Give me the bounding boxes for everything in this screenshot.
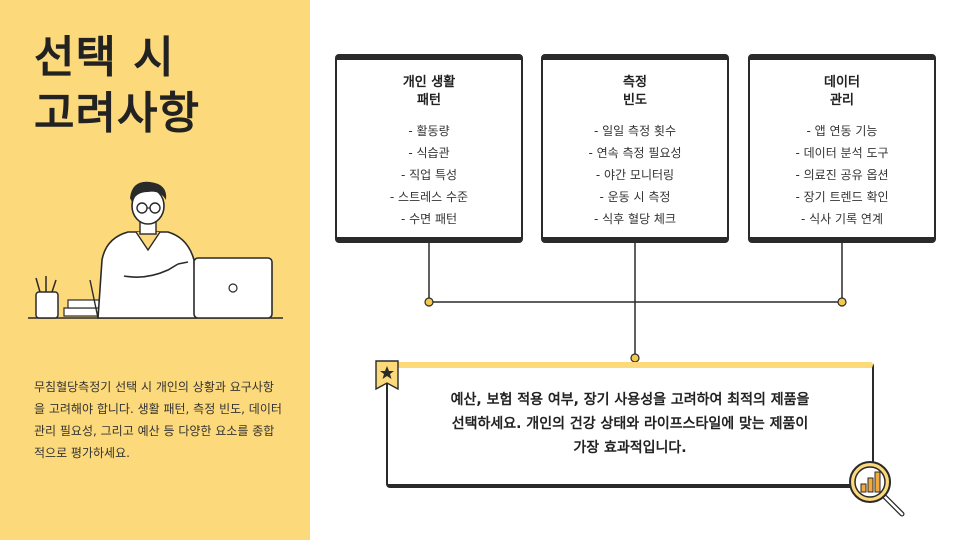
connector-dot — [837, 297, 847, 307]
list-item: - 앱 연동 기능 — [806, 124, 878, 138]
card-title: 개인 생활 패턴 — [337, 74, 521, 110]
card-title-line: 패턴 — [417, 93, 441, 108]
slide-description: 무침혈당측정기 선택 시 개인의 상황과 요구사항을 고려해야 합니다. 생활 … — [34, 380, 282, 460]
slide-title-line-1: 선택 시 — [34, 32, 175, 83]
card-title: 데이터 관리 — [750, 74, 934, 110]
list-item: - 수면 패턴 — [400, 212, 458, 226]
slide-title-line-2: 고려사항 — [34, 88, 200, 139]
card-data-management: 데이터 관리 - 앱 연동 기능 - 데이터 분석 도구 - 의료진 공유 옵션… — [748, 54, 936, 243]
list-item: - 운동 시 측정 — [599, 190, 671, 204]
card-title-line: 빈도 — [623, 93, 647, 108]
list-item: - 직업 특성 — [400, 168, 458, 182]
slide-title: 선택 시 고려사항 — [34, 30, 200, 142]
list-item: - 식후 혈당 체크 — [593, 212, 676, 226]
summary-line: 예산, 보험 적용 여부, 장기 사용성을 고려하여 최적의 제품을 — [450, 392, 810, 408]
summary-line: 가장 효과적입니다. — [573, 440, 687, 456]
person-at-laptop-illustration — [28, 181, 283, 319]
connector-dot — [630, 353, 640, 363]
list-item: - 활동량 — [408, 124, 450, 138]
card-title-line: 개인 생활 — [402, 75, 456, 90]
list-item: - 연속 측정 필요성 — [588, 146, 682, 160]
card-title-line: 관리 — [830, 93, 854, 108]
magnifier-chart-icon — [849, 461, 905, 517]
list-item: - 스트레스 수준 — [389, 190, 469, 204]
star-icon — [375, 360, 399, 390]
list-item: - 일일 측정 횟수 — [593, 124, 676, 138]
list-item: - 장기 트렌드 확인 — [795, 190, 889, 204]
left-panel: 선택 시 고려사항 무침혈당측정기 선택 시 — [0, 0, 310, 540]
summary-text: 예산, 보험 적용 여부, 장기 사용성을 고려하여 최적의 제품을 선택하세요… — [408, 388, 852, 460]
list-item: - 식습관 — [408, 146, 450, 160]
card-frequency: 측정 빈도 - 일일 측정 횟수 - 연속 측정 필요성 - 야간 모니터링 -… — [541, 54, 729, 243]
card-list: - 활동량 - 식습관 - 직업 특성 - 스트레스 수준 - 수면 패턴 — [337, 120, 521, 230]
summary-line: 선택하세요. 개인의 건강 상태와 라이프스타일에 맞는 제품이 — [451, 416, 809, 432]
card-title-line: 데이터 — [824, 75, 860, 90]
card-list: - 일일 측정 횟수 - 연속 측정 필요성 - 야간 모니터링 - 운동 시 … — [543, 120, 727, 230]
card-title-line: 측정 — [623, 75, 647, 90]
list-item: - 식사 기록 연계 — [800, 212, 883, 226]
card-title: 측정 빈도 — [543, 74, 727, 110]
list-item: - 의료진 공유 옵션 — [795, 168, 889, 182]
card-list: - 앱 연동 기능 - 데이터 분석 도구 - 의료진 공유 옵션 - 장기 트… — [750, 120, 934, 230]
summary-box: 예산, 보험 적용 여부, 장기 사용성을 고려하여 최적의 제품을 선택하세요… — [386, 362, 874, 488]
connector-dot — [424, 297, 434, 307]
card-lifestyle: 개인 생활 패턴 - 활동량 - 식습관 - 직업 특성 - 스트레스 수준 -… — [335, 54, 523, 243]
list-item: - 야간 모니터링 — [595, 168, 675, 182]
list-item: - 데이터 분석 도구 — [795, 146, 889, 160]
